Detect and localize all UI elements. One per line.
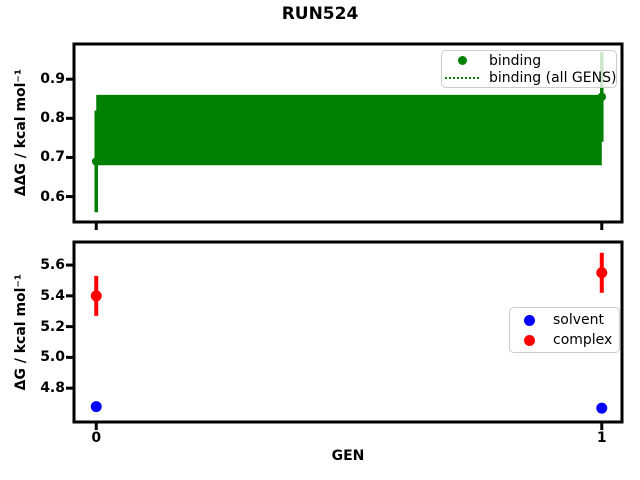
complex-marker-icon xyxy=(523,334,535,346)
legend-label-binding: binding xyxy=(489,52,542,69)
legend-handle xyxy=(442,56,482,65)
legend-label-solvent: solvent xyxy=(553,312,605,328)
solvent-point xyxy=(90,401,102,413)
legend-label-complex: complex xyxy=(553,332,613,348)
binding-point xyxy=(597,92,607,102)
legend-row-binding-all-gens: binding (all GENS) xyxy=(442,69,616,86)
bottom-axes-frame xyxy=(72,240,624,424)
legend-row-solvent: solvent xyxy=(510,310,619,330)
legend-handle xyxy=(442,76,482,79)
legend-handle xyxy=(510,334,548,346)
top-legend: binding binding (all GENS) xyxy=(441,50,617,88)
binding-point xyxy=(91,157,101,166)
solvent-marker-icon xyxy=(523,314,535,326)
legend-row-complex: complex xyxy=(510,330,619,350)
complex-point xyxy=(596,267,608,279)
bottom-legend: solvent complex xyxy=(509,307,620,353)
top-axes-frame xyxy=(72,42,624,224)
legend-row-binding: binding xyxy=(442,52,616,69)
binding-marker-icon xyxy=(457,56,467,65)
legend-label-binding-all-gens: binding (all GENS) xyxy=(489,69,617,86)
solvent-point xyxy=(596,402,608,414)
complex-point xyxy=(90,290,102,302)
dotted-line-icon xyxy=(445,76,479,79)
legend-handle xyxy=(510,314,548,326)
